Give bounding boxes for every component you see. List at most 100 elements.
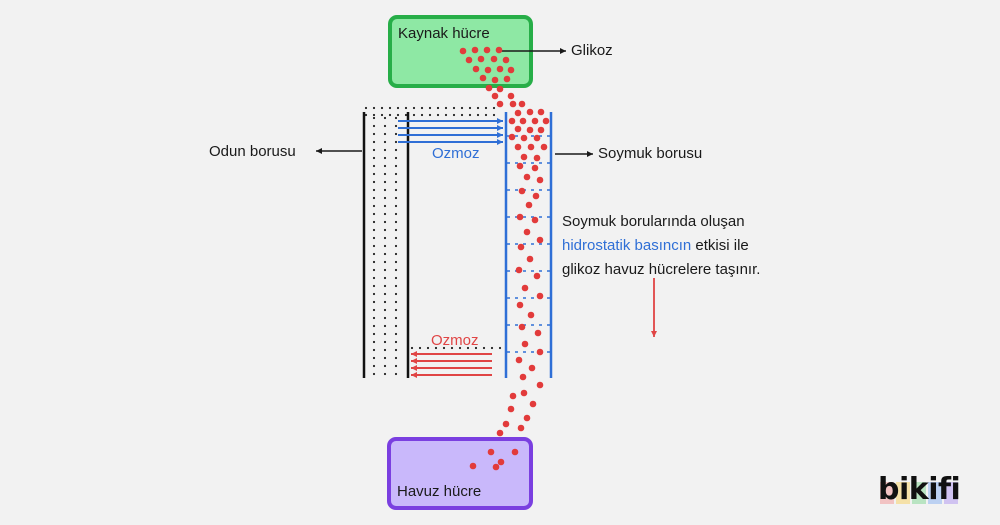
xylem-dot: [372, 260, 376, 264]
glucose-molecules: [459, 46, 550, 471]
glucose-molecule: [518, 187, 526, 195]
glucose-molecule: [533, 154, 541, 162]
xylem-dot: [364, 106, 368, 110]
xylem-dot: [383, 284, 387, 288]
xylem-dot: [468, 106, 472, 110]
xylem-dot: [372, 164, 376, 168]
logo-bar: [896, 482, 910, 504]
logo-bar: [928, 482, 942, 504]
xylem-dot: [383, 188, 387, 192]
xylem-dot: [394, 292, 398, 296]
xylem-dot: [383, 180, 387, 184]
glucose-molecule: [508, 133, 516, 141]
xylem-dot: [394, 284, 398, 288]
glucose-molecule: [517, 424, 525, 432]
glucose-molecule: [531, 117, 539, 125]
xylem-dot: [383, 332, 387, 336]
glucose-molecule: [511, 448, 519, 456]
xylem-dot: [372, 268, 376, 272]
glucose-molecule: [536, 381, 544, 389]
xylem-dot: [466, 346, 470, 350]
xylem-dot: [383, 212, 387, 216]
glucose-molecule: [495, 46, 503, 54]
phloem-sieve-plates: [507, 135, 550, 353]
glucose-molecule: [471, 46, 479, 54]
xylem-dot: [383, 236, 387, 240]
xylem-dot: [383, 324, 387, 328]
glucose-molecule: [469, 462, 477, 470]
glucose-molecule: [487, 448, 495, 456]
xylem-dot: [383, 204, 387, 208]
glucose-molecule: [536, 176, 544, 184]
glucose-molecule: [507, 66, 515, 74]
xylem-dot: [394, 116, 398, 120]
xylem-dot: [420, 113, 424, 117]
xylem-dot: [458, 346, 462, 350]
xylem-dot: [394, 228, 398, 232]
glucose-molecule: [520, 153, 528, 161]
xylem-dot: [492, 106, 496, 110]
glucose-molecule: [507, 405, 515, 413]
xylem-dot: [372, 332, 376, 336]
glucose-molecule: [515, 266, 523, 274]
glucose-molecule: [465, 56, 473, 64]
glucose-molecule: [519, 117, 527, 125]
glucose-molecule: [523, 414, 531, 422]
xylem-dot: [394, 300, 398, 304]
xylem-dot: [372, 212, 376, 216]
glucose-molecule: [496, 65, 504, 73]
xylem-dot: [412, 106, 416, 110]
xylem-dot: [372, 113, 376, 117]
glucose-molecule: [477, 55, 485, 63]
xylem-dot: [412, 113, 416, 117]
sink-cell-box: [387, 437, 533, 510]
glucose-molecule: [514, 109, 522, 117]
xylem-dot: [476, 113, 480, 117]
glucose-molecule: [485, 84, 493, 92]
glucose-molecule: [484, 66, 492, 74]
xylem-dot: [383, 308, 387, 312]
glucose-molecule: [509, 100, 517, 108]
phloem-label: Soymuk borusu: [598, 145, 703, 162]
xylem-dot: [394, 188, 398, 192]
xylem-dot: [492, 113, 496, 117]
description-line-2-rest: etkisi ile: [691, 237, 749, 254]
xylem-dot: [383, 252, 387, 256]
xylem-dot: [452, 113, 456, 117]
xylem-dot: [372, 220, 376, 224]
xylem-dot: [380, 113, 384, 117]
xylem-dot: [372, 276, 376, 280]
xylem-dot: [460, 106, 464, 110]
glucose-molecule: [521, 340, 529, 348]
xylem-dot: [394, 124, 398, 128]
glucose-molecule: [536, 348, 544, 356]
xylem-dot: [383, 244, 387, 248]
glucose-molecule: [532, 192, 540, 200]
xylem-dot-pattern: [364, 106, 502, 376]
xylem-dot: [383, 172, 387, 176]
xylem-dot: [372, 228, 376, 232]
xylem-dot: [372, 236, 376, 240]
xylem-dot: [394, 148, 398, 152]
glucose-molecule: [527, 311, 535, 319]
xylem-dot: [460, 113, 464, 117]
glucose-molecule: [534, 329, 542, 337]
glucose-molecule: [533, 134, 541, 142]
glucose-molecule: [536, 292, 544, 300]
glucose-molecule: [472, 65, 480, 73]
glucose-molecule: [540, 143, 548, 151]
xylem-dot: [372, 106, 376, 110]
xylem-dot: [484, 113, 488, 117]
glucose-molecule: [531, 216, 539, 224]
xylem-dot: [372, 340, 376, 344]
glucose-molecule: [533, 272, 541, 280]
xylem-dot: [404, 106, 408, 110]
glucose-molecule: [526, 108, 534, 116]
osmosis-top-arrows: [398, 118, 503, 145]
glucose-molecule: [492, 463, 500, 471]
xylem-dot: [383, 116, 387, 120]
xylem-dot: [372, 300, 376, 304]
description-highlight: hidrostatik basıncın: [562, 237, 692, 254]
glucose-molecule: [518, 323, 526, 331]
